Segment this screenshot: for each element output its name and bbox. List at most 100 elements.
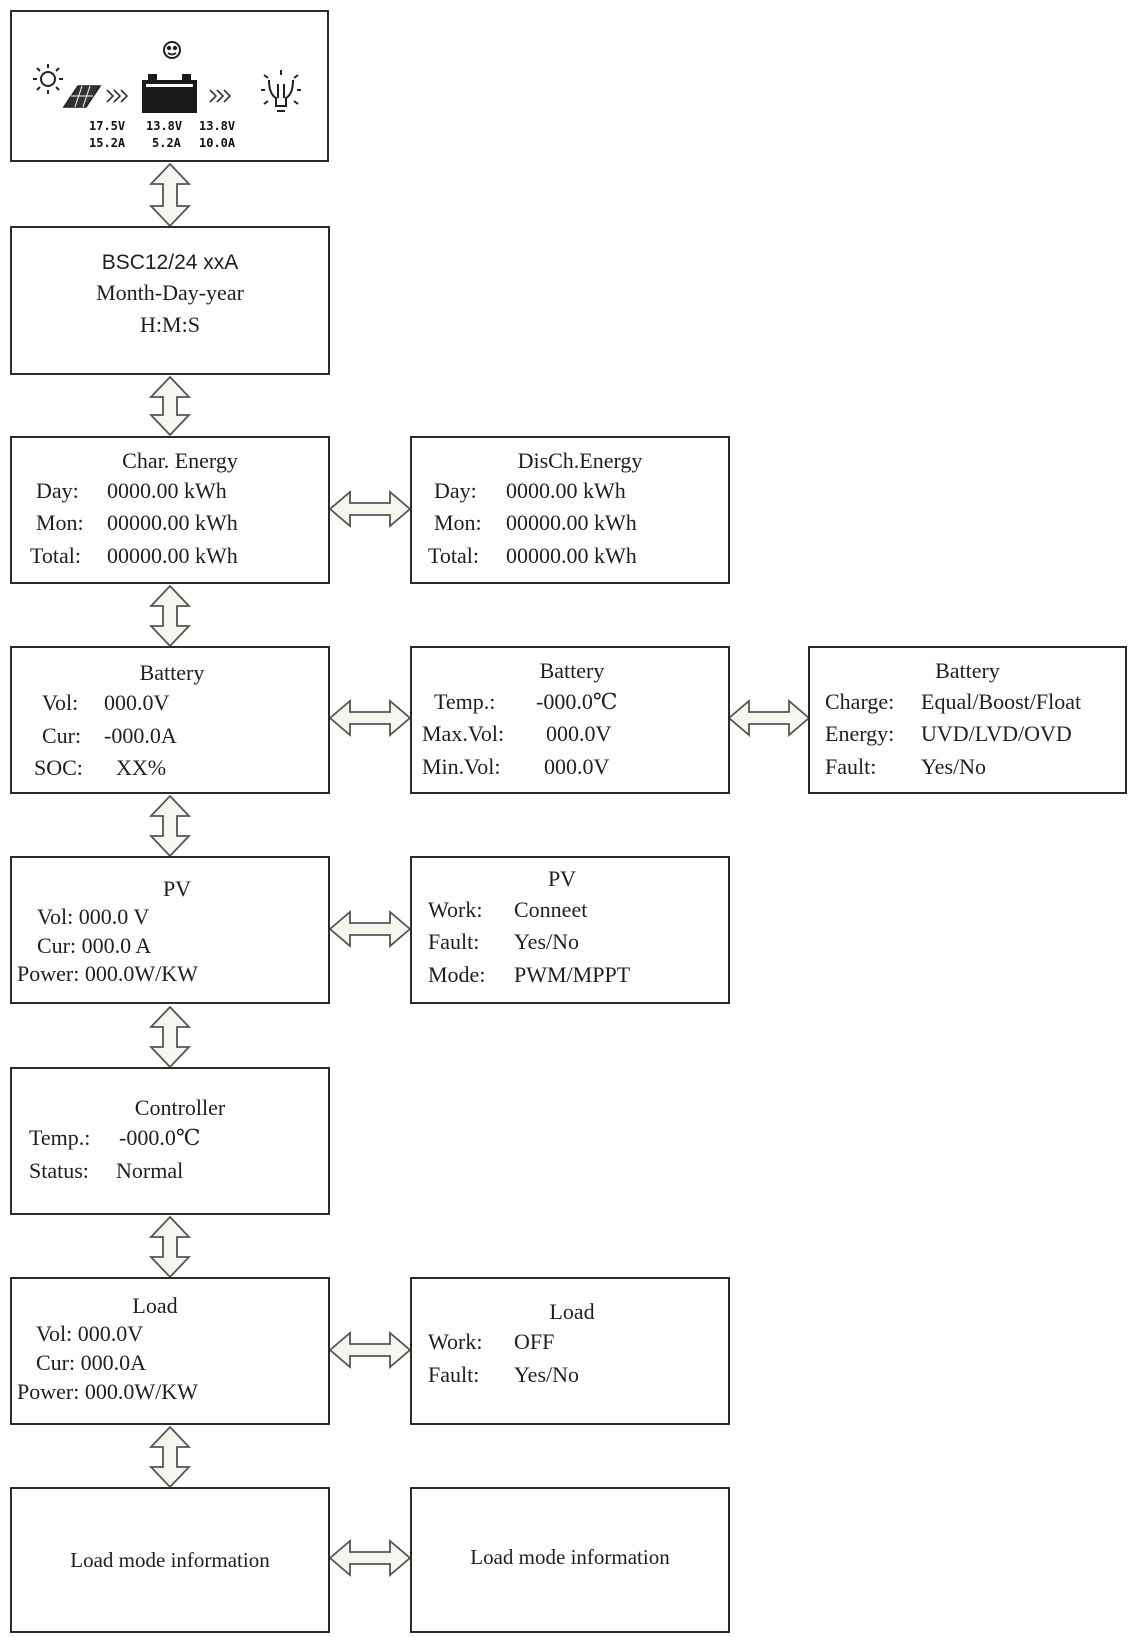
fault-value: Yes/No [514, 1362, 580, 1387]
day-value: 0000.00 kWh [506, 478, 626, 503]
battery-temperature-box: Battery Temp.: -000.0℃ Max.Vol: 000.0V M… [410, 646, 730, 794]
current-value: -000.0A [104, 723, 177, 748]
total-label: Total: [30, 543, 82, 568]
max-voltage-label: Max.Vol: [422, 721, 505, 746]
load-mode-text: Load mode information [470, 1545, 670, 1569]
soc-value: XX% [116, 755, 167, 780]
work-label: Work: [428, 1329, 483, 1354]
month-value: 00000.00 kWh [506, 510, 637, 535]
month-value: 00000.00 kWh [107, 510, 238, 535]
voltage-label: Vol: [42, 690, 79, 715]
month-label: Mon: [434, 510, 482, 535]
box-title: Battery [139, 660, 205, 685]
charge-label: Charge: [825, 689, 895, 714]
pv-voltage: Vol: 000.0 V [37, 904, 150, 929]
battery-status-box: Battery Charge: Equal/Boost/Float Energy… [808, 646, 1127, 794]
battery-icon [142, 74, 197, 113]
horizontal-arrow [328, 490, 412, 528]
temp-value: -000.0℃ [536, 689, 618, 714]
lcd-display-box: 17.5V 15.2A 13.8V 5.2A 13.8V 10.0A [10, 10, 329, 162]
load-current-reading: 10.0A [199, 136, 236, 150]
status-value: Normal [116, 1158, 184, 1183]
work-label: Work: [428, 897, 483, 922]
controller-box: Controller Temp.: -000.0℃ Status: Normal [10, 1067, 330, 1215]
vertical-arrow [148, 1215, 192, 1279]
max-voltage-value: 000.0V [546, 721, 612, 746]
pv-voltage-reading: 17.5V [89, 119, 126, 133]
box-title: DisCh.Energy [517, 448, 643, 473]
energy-value: UVD/LVD/OVD [921, 721, 1072, 746]
total-value: 00000.00 kWh [107, 543, 238, 568]
soc-label: SOC: [34, 755, 83, 780]
box-title: Load [132, 1293, 178, 1318]
fault-label: Fault: [428, 1362, 480, 1387]
temp-label: Temp.: [434, 689, 496, 714]
lcd-icons [33, 41, 301, 113]
voltage-value: 000.0V [104, 690, 170, 715]
box-title: PV [162, 876, 192, 901]
smiley-icon [163, 41, 181, 59]
battery-current-reading: 5.2A [152, 136, 181, 150]
light-bulb-icon [261, 70, 301, 112]
charge-value: Equal/Boost/Float [921, 689, 1082, 714]
temp-value: -000.0℃ [119, 1125, 201, 1150]
load-mode-info-box: Load mode information [410, 1487, 730, 1633]
day-value: 0000.00 kWh [107, 478, 227, 503]
energy-label: Energy: [825, 721, 895, 746]
mode-label: Mode: [428, 962, 486, 987]
box-title: Battery [935, 658, 1000, 683]
horizontal-arrow [328, 699, 412, 737]
pv-current-reading: 15.2A [89, 136, 126, 150]
load-main-box: Load Vol: 000.0V Cur: 000.0A Power: 000.… [10, 1277, 330, 1425]
load-status-box: Load Work: OFF Fault: Yes/No [410, 1277, 730, 1425]
month-label: Mon: [36, 510, 84, 535]
current-label: Cur: [42, 723, 82, 748]
pv-current: Cur: 000.0 A [37, 933, 152, 958]
fault-label: Fault: [428, 929, 480, 954]
box-title: Char. Energy [122, 448, 238, 473]
fault-label: Fault: [825, 754, 877, 779]
day-label: Day: [36, 478, 79, 503]
date-format: Month-Day-year [96, 280, 244, 305]
fault-value: Yes/No [921, 754, 987, 779]
mode-value: PWM/MPPT [514, 962, 631, 987]
min-voltage-label: Min.Vol: [422, 754, 501, 779]
horizontal-arrow [328, 1539, 412, 1577]
horizontal-arrow [328, 1331, 412, 1369]
vertical-arrow [148, 584, 192, 648]
work-value: Conneet [514, 897, 588, 922]
horizontal-arrow [727, 699, 811, 737]
load-voltage-reading: 13.8V [199, 119, 236, 133]
time-format: H:M:S [140, 312, 200, 337]
vertical-arrow [148, 162, 192, 228]
model-name: BSC12/24 xxA [101, 251, 239, 274]
box-title: Battery [539, 658, 605, 683]
box-title: Controller [134, 1095, 226, 1120]
load-mode-text: Load mode information [70, 1548, 270, 1572]
load-voltage: Vol: 000.0V [36, 1321, 144, 1346]
charge-energy-box: Char. Energy Day: 0000.00 kWh Mon: 00000… [10, 436, 330, 584]
solar-panel-icon [62, 85, 102, 108]
vertical-arrow [148, 375, 192, 437]
flow-chevrons-icon [106, 89, 129, 103]
min-voltage-value: 000.0V [544, 754, 610, 779]
total-value: 00000.00 kWh [506, 543, 637, 568]
work-value: OFF [514, 1329, 555, 1354]
vertical-arrow [148, 1425, 192, 1489]
battery-voltage-reading: 13.8V [146, 119, 183, 133]
day-label: Day: [434, 478, 477, 503]
load-current: Cur: 000.0A [36, 1350, 146, 1375]
sun-icon [33, 64, 63, 94]
load-power: Power: 000.0W/KW [17, 1379, 198, 1404]
load-mode-info-box: Load mode information [10, 1487, 330, 1633]
pv-main-box: PV Vol: 000.0 V Cur: 000.0 A Power: 000.… [10, 856, 330, 1004]
pv-status-box: PV Work: Conneet Fault: Yes/No Mode: PWM… [410, 856, 730, 1004]
vertical-arrow [148, 1005, 192, 1069]
horizontal-arrow [328, 910, 412, 948]
model-date-box: BSC12/24 xxA Month-Day-year H:M:S [10, 226, 330, 375]
box-title: PV [547, 866, 577, 891]
vertical-arrow [148, 794, 192, 858]
battery-main-box: Battery Vol: 000.0V Cur: -000.0A SOC: XX… [10, 646, 330, 794]
temp-label: Temp.: [29, 1125, 91, 1150]
